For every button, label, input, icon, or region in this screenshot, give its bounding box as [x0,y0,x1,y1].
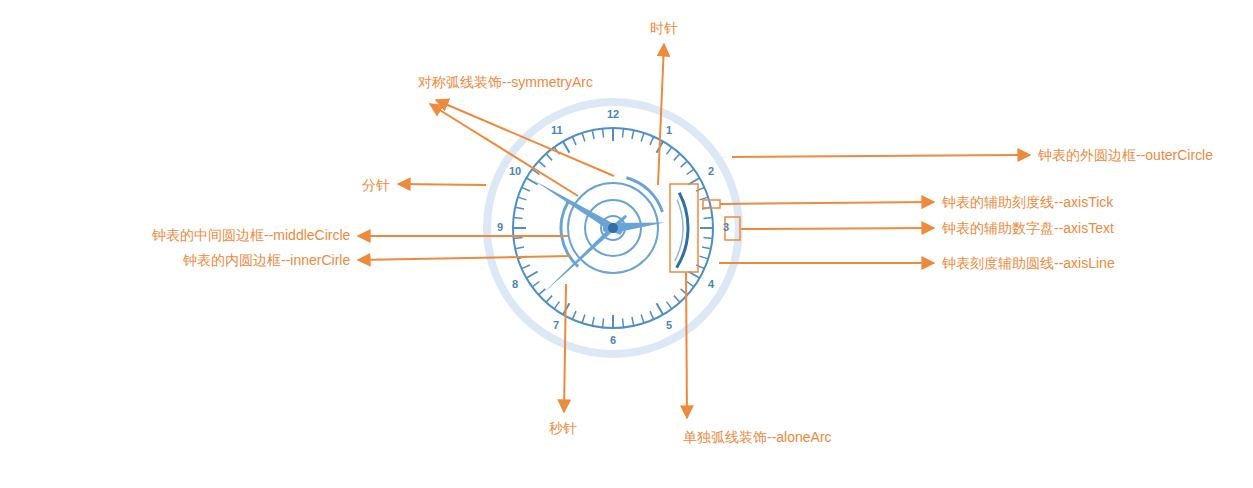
axis-tick [650,137,654,145]
axis-tick [687,281,694,286]
leader-line [720,202,934,204]
axis-tick [582,315,585,324]
callout-label: 秒针 [549,420,577,437]
axis-tick [674,154,680,161]
axis-tick [602,319,604,328]
leader-line [436,100,614,176]
axis-tick [641,133,644,142]
axis-tick [572,311,576,319]
clock-number: 8 [512,278,518,291]
axis-tick [632,130,634,139]
outer-circle [487,102,739,354]
middle-circle [568,183,658,273]
axis-tick [700,256,709,259]
leader-line [358,256,570,260]
axis-tick [674,296,680,303]
axis-line [513,128,713,328]
symmetry-arc [560,201,580,268]
leader-line [686,272,687,418]
clock-number: 1 [666,124,672,137]
callout-label: 分针 [362,177,390,194]
axis-tick [513,227,526,229]
axis-tick [592,317,594,326]
callout-label: 钟表的中间圆边框--middleCircle [152,227,350,244]
axis-tick [515,247,524,249]
highlight-box [703,200,720,208]
leader-line [564,284,566,412]
callout-label: 钟表的辅助刻度线--axisTick [942,194,1113,211]
clock-number: 4 [708,278,714,291]
axis-tick [704,217,713,219]
callout-label: 钟表的内圆边框--innerCirle [183,252,350,269]
alone-arc [674,199,684,261]
highlight-box [670,184,698,272]
axis-tick [514,237,523,239]
axis-tick [515,207,524,209]
callout-label: 单独弧线装饰--aloneArc [683,429,832,446]
axis-tick [700,227,713,229]
minute-hand [534,181,622,235]
axis-tick [632,317,634,326]
axis-tick [657,303,664,314]
callout-label: 对称弧线装饰--symmetryArc [418,74,593,91]
axis-tick [546,296,552,303]
axis-tick [622,319,624,328]
clock-number: 5 [666,319,672,332]
leader-line [732,155,1030,157]
axis-tick [612,315,614,328]
axis-tick [522,265,530,269]
axis-tick [572,137,576,145]
axis-tick [563,141,570,152]
axis-tick [666,302,671,309]
clock-number: 9 [497,221,503,234]
leader-line [358,235,568,237]
axis-tick [526,178,537,185]
callout-label: 钟表的外圆边框--outerCircle [1038,147,1213,164]
clock-number: 12 [607,108,619,121]
leader-line [719,262,934,264]
callout-label: 钟表的辅助数字盘--axisText [942,220,1114,237]
axis-tick [650,311,654,319]
axis-tick [539,161,546,167]
leader-line [741,228,934,229]
second-hand [543,215,627,294]
axis-tick [522,187,530,191]
axis-tick [622,129,624,138]
axis-tick [641,315,644,324]
clock-number: 2 [708,165,714,178]
axis-tick [602,129,604,138]
leader-line [430,104,578,196]
hour-hand [603,223,665,233]
axis-tick [526,272,537,279]
leader-line [658,44,664,185]
axis-tick [539,289,546,295]
clock-number: 7 [553,319,559,332]
axis-tick [514,217,523,219]
callout-label: 钟表刻度辅助圆线--axisLine [942,255,1115,272]
axis-tick [666,147,671,154]
axis-tick [704,237,713,239]
clock-number: 6 [610,334,616,347]
axis-tick [546,154,552,161]
callout-label: 时针 [650,20,678,37]
axis-tick [592,130,594,139]
center-dot [608,223,618,233]
axis-tick [612,128,614,141]
clock-number: 3 [723,221,729,234]
leader-line [398,184,486,185]
axis-tick [518,197,527,200]
clock-number: 11 [551,124,563,137]
axis-tick [554,302,559,309]
axis-tick [702,247,711,249]
axis-tick [532,281,539,286]
axis-tick [687,169,694,174]
axis-tick [582,133,585,142]
clock-number: 10 [509,165,521,178]
axis-tick [681,161,688,167]
